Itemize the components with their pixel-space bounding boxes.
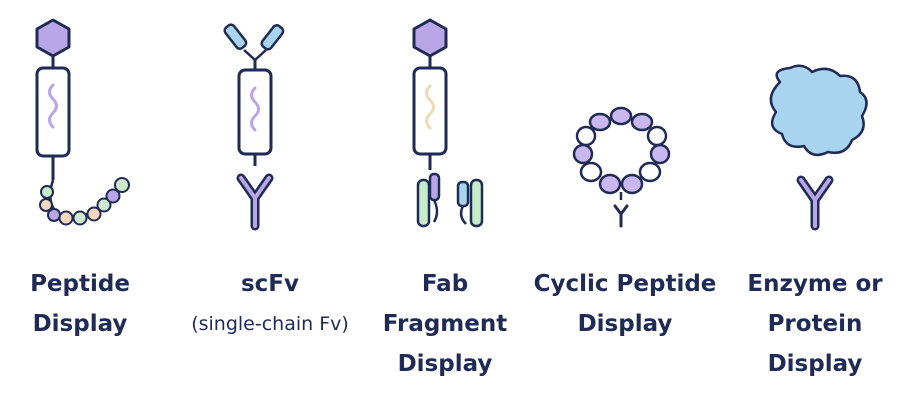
label-peptide-display: Peptide Display xyxy=(0,264,160,344)
label-line: Display xyxy=(397,351,493,377)
peptide-chain xyxy=(39,177,130,226)
label-line: Enzyme or xyxy=(747,271,883,297)
cyclic-peptide-ring xyxy=(572,106,671,195)
label-cyclic-peptide-display: Cyclic Peptide Display xyxy=(520,264,730,344)
scfv-figure xyxy=(223,23,285,231)
protein-blob-icon xyxy=(769,64,868,157)
dna-squiggle-icon xyxy=(425,84,435,130)
label-line: Protein xyxy=(767,311,863,337)
peptide-display-figure xyxy=(35,18,130,226)
label-line: Cyclic Peptide xyxy=(533,271,717,297)
scfv-fragment-icon xyxy=(223,23,285,62)
cyclic-peptide-figure xyxy=(572,106,671,228)
dna-squiggle-icon xyxy=(250,86,260,132)
phage-head-icon xyxy=(35,18,71,58)
label-subtitle: (single-chain Fv) xyxy=(191,313,349,335)
phage-body xyxy=(412,66,448,156)
label-line: scFv xyxy=(240,271,300,297)
label-line: Display xyxy=(767,351,863,377)
label-line: Fragment xyxy=(382,311,508,337)
dna-squiggle-icon xyxy=(48,83,58,129)
label-line: Peptide xyxy=(30,271,130,297)
label-line: Display xyxy=(32,311,128,337)
fab-chain-right-icon xyxy=(456,178,484,228)
small-y-antibody-icon xyxy=(613,204,629,228)
label-line: Fab xyxy=(421,271,469,297)
label-scfv: scFv (single-chain Fv) xyxy=(165,264,375,344)
phage-body xyxy=(237,68,273,156)
label-fab-fragment-display: Fab Fragment Display xyxy=(355,264,535,384)
enzyme-protein-figure xyxy=(769,64,868,231)
phage-head-icon xyxy=(412,18,448,58)
fab-chain-left-icon xyxy=(416,172,441,228)
label-line: Display xyxy=(577,311,673,337)
label-enzyme-protein-display: Enzyme or Protein Display xyxy=(735,264,895,384)
fab-fragment-figure xyxy=(412,18,484,228)
